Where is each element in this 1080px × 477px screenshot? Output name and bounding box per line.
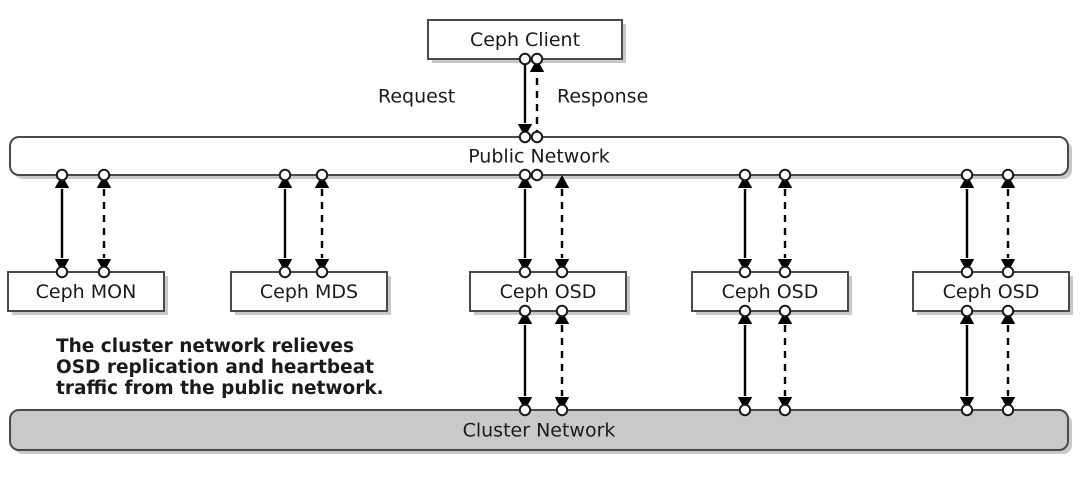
public-network-label: Public Network	[468, 146, 610, 168]
ceph-osd-2-port-bottom-1	[778, 304, 792, 318]
osd1-cluster-dashed-arrowhead	[554, 311, 570, 324]
public-network-port-bottom-4	[518, 168, 532, 182]
client-request-arrowhead	[517, 124, 533, 137]
cluster-network-port-top-0	[518, 403, 532, 417]
ceph-osd-3-port-bottom-0	[960, 304, 974, 318]
osd2-public-dashed-arrowhead	[777, 259, 793, 272]
public-network-port-bottom-5	[530, 168, 544, 182]
cluster-network-port-top-1	[555, 403, 569, 417]
osd1-cluster-solid-arrowhead	[517, 397, 533, 410]
ceph-mds-port-top-0	[278, 265, 292, 279]
ceph-osd-3-box	[912, 271, 1070, 312]
ceph-mds-label: Ceph MDS	[260, 281, 358, 303]
osd2-cluster-solid-arrowhead	[737, 311, 753, 324]
ceph-osd-1-port-top-0	[518, 265, 532, 279]
ceph-osd-2-port-bottom-0	[738, 304, 752, 318]
cluster-network-bar	[9, 409, 1069, 451]
ports-layer	[55, 52, 1015, 417]
mon-public-dashed-arrowhead	[96, 175, 112, 188]
osd1-public-solid-arrowhead	[517, 175, 533, 188]
osd2-public-dashed-arrowhead	[777, 175, 793, 188]
public-network-port-bottom-8	[960, 168, 974, 182]
mon-public-dashed-arrowhead	[96, 259, 112, 272]
osd3-cluster-dashed-arrowhead	[1000, 397, 1016, 410]
ceph-osd-3-label: Ceph OSD	[943, 281, 1040, 303]
osd1-cluster-dashed-arrowhead	[554, 397, 570, 410]
public-network-port-bottom-3	[315, 168, 329, 182]
mon-public-solid-arrowhead	[54, 175, 70, 188]
ceph-osd-1-port-bottom-1	[555, 304, 569, 318]
ceph-osd-1-label: Ceph OSD	[500, 281, 597, 303]
ceph-client-port-bottom-0	[518, 52, 532, 66]
public-network-port-bottom-1	[97, 168, 111, 182]
public-network-port-bottom-9	[1001, 168, 1015, 182]
cluster-network-port-top-2	[738, 403, 752, 417]
ceph-osd-1-port-top-1	[555, 265, 569, 279]
cluster-network-label: Cluster Network	[463, 420, 616, 442]
osd3-public-dashed-arrowhead	[1000, 175, 1016, 188]
osd1-cluster-solid-arrowhead	[517, 311, 533, 324]
cluster-network-port-top-3	[778, 403, 792, 417]
connections-layer	[54, 59, 1016, 410]
ceph-mon-port-top-0	[55, 265, 69, 279]
network-bars-layer	[9, 136, 1069, 451]
client-response-arrowhead	[529, 59, 545, 72]
ceph-osd-2-port-top-1	[778, 265, 792, 279]
cluster-network-note-line-0: The cluster network relieves	[56, 336, 354, 357]
cluster-network-port-top-5	[1001, 403, 1015, 417]
ceph-mon-box	[7, 271, 165, 312]
ceph-mds-box	[230, 271, 388, 312]
public-network-port-top-1	[530, 130, 544, 144]
osd2-public-solid-arrowhead	[737, 259, 753, 272]
osd3-public-solid-arrowhead	[959, 175, 975, 188]
osd1-public-solid-arrowhead	[517, 259, 533, 272]
nodes-layer	[7, 19, 1070, 312]
ceph-mds-port-top-1	[315, 265, 329, 279]
public-network-port-bottom-7	[778, 168, 792, 182]
osd2-cluster-solid-arrowhead	[737, 397, 753, 410]
cluster-network-note-line-1: OSD replication and heartbeat	[56, 357, 374, 378]
public-network-port-top-0	[518, 130, 532, 144]
ceph-mon-label: Ceph MON	[36, 281, 137, 303]
ceph-osd-2-label: Ceph OSD	[722, 281, 819, 303]
ceph-osd-3-port-top-1	[1001, 265, 1015, 279]
osd1-public-dashed-arrowhead	[554, 259, 570, 272]
osd3-cluster-solid-arrowhead	[959, 311, 975, 324]
ceph-client-port-bottom-1	[530, 52, 544, 66]
ceph-osd-2-port-top-0	[738, 265, 752, 279]
mds-public-dashed-arrowhead	[314, 175, 330, 188]
osd3-cluster-solid-arrowhead	[959, 397, 975, 410]
cluster-network-note-line-2: traffic from the public network.	[56, 378, 384, 399]
osd3-cluster-dashed-arrowhead	[1000, 311, 1016, 324]
mds-public-solid-arrowhead	[277, 259, 293, 272]
ceph-osd-1-box	[469, 271, 627, 312]
public-network-port-bottom-6	[738, 168, 752, 182]
mds-public-dashed-arrowhead	[314, 259, 330, 272]
osd2-public-solid-arrowhead	[737, 175, 753, 188]
public-network-port-bottom-2	[278, 168, 292, 182]
ceph-osd-3-port-bottom-1	[1001, 304, 1015, 318]
ceph-client-label: Ceph Client	[470, 29, 580, 51]
ceph-osd-2-box	[691, 271, 849, 312]
ceph-mon-port-top-1	[97, 265, 111, 279]
osd1-public-dashed-arrowhead	[554, 175, 570, 188]
flow-label-response: Response	[557, 86, 648, 108]
flow-label-request: Request	[378, 86, 455, 108]
cluster-network-port-top-4	[960, 403, 974, 417]
osd2-cluster-dashed-arrowhead	[777, 311, 793, 324]
mon-public-solid-arrowhead	[54, 259, 70, 272]
mds-public-solid-arrowhead	[277, 175, 293, 188]
public-network-port-bottom-0	[55, 168, 69, 182]
ceph-osd-1-port-bottom-0	[518, 304, 532, 318]
osd3-public-dashed-arrowhead	[1000, 259, 1016, 272]
osd2-cluster-dashed-arrowhead	[777, 397, 793, 410]
ceph-osd-3-port-top-0	[960, 265, 974, 279]
osd3-public-solid-arrowhead	[959, 259, 975, 272]
